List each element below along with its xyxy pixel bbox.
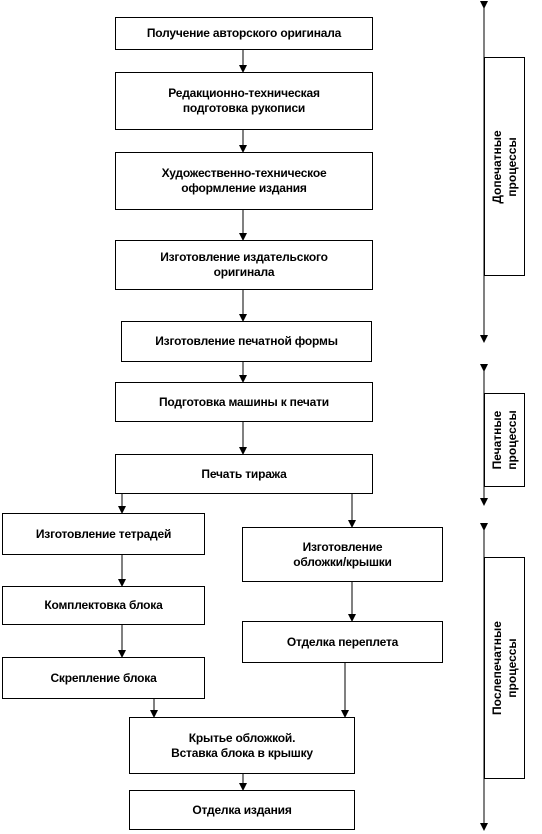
step-machine-preparation: Подготовка машины к печати xyxy=(115,382,373,422)
step-block-gathering: Комплектовка блока xyxy=(2,586,205,625)
step-printing-plate: Изготовление печатной формы xyxy=(121,321,372,362)
step-artistic-design: Художественно-техническое оформление изд… xyxy=(115,152,373,210)
step-signatures: Изготовление тетрадей xyxy=(2,513,205,555)
step-edition-finish: Отделка издания xyxy=(129,790,355,830)
phase-label-prepress: Допечатные процессы xyxy=(484,57,525,276)
step-receiving-manuscript: Получение авторского оригинала xyxy=(115,17,373,50)
step-block-fastening: Скрепление блока xyxy=(2,657,205,699)
phase-label-press: Печатные процессы xyxy=(484,393,525,487)
phase-label-postpress: Послепечатные процессы xyxy=(484,557,525,779)
step-binding-finish: Отделка переплета xyxy=(242,621,443,663)
phase-text-prepress: Допечатные процессы xyxy=(489,129,519,204)
step-cover-making: Изготовление обложки/крышки xyxy=(242,527,443,582)
step-publishing-original: Изготовление издательского оригинала xyxy=(115,240,373,290)
step-covering-casing: Крытье обложкой. Вставка блока в крышку xyxy=(129,717,355,774)
step-editorial-preparation: Редакционно-техническая подготовка рукоп… xyxy=(115,72,373,130)
step-print-run: Печать тиража xyxy=(115,454,373,494)
phase-text-press: Печатные процессы xyxy=(489,410,519,470)
phase-text-postpress: Послепечатные процессы xyxy=(489,621,519,715)
